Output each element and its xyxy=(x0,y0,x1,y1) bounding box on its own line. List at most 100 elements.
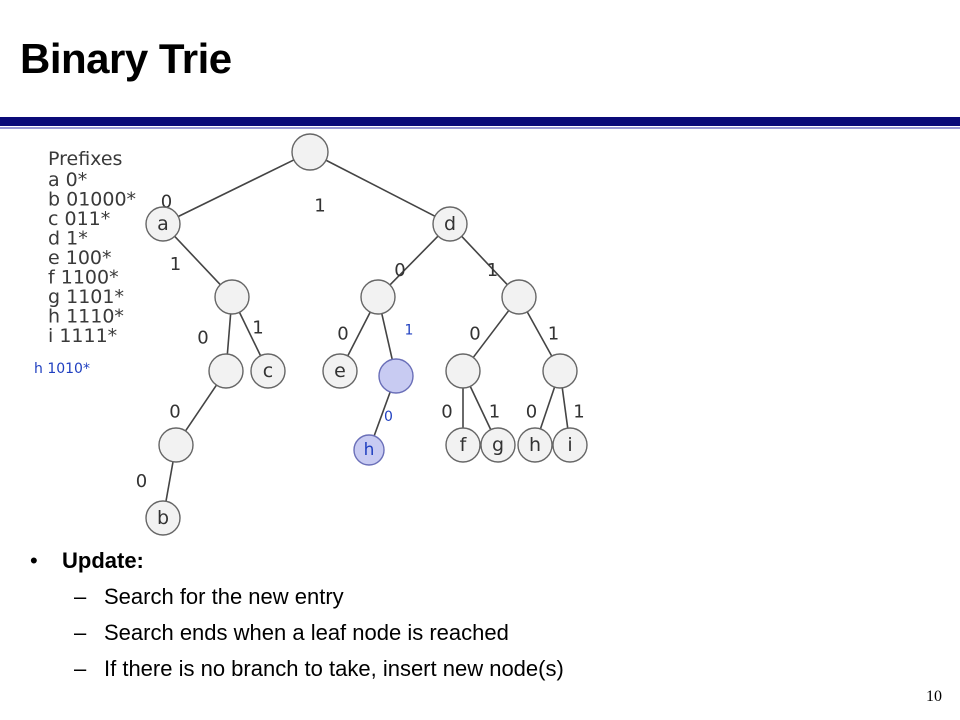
trie-edge-n111-h xyxy=(539,386,556,430)
trie-edge-d-n11 xyxy=(461,235,508,286)
binary-trie-diagram: Prefixes a 0*b 01000*c 011*d 1*e 100*f 1… xyxy=(34,133,588,536)
trie-node-label: i xyxy=(567,434,572,456)
edge-bit-label: 1 xyxy=(170,254,181,275)
trie-node-circle xyxy=(145,206,181,242)
prefix-table: Prefixes a 0*b 01000*c 011*d 1*e 100*f 1… xyxy=(34,148,136,377)
trie-node-f: f xyxy=(445,427,481,463)
prefix-row: b 01000* xyxy=(48,189,136,211)
trie-node-h: h xyxy=(517,427,553,463)
edge-bit-label: 1 xyxy=(252,318,263,339)
trie-edge-d-n10 xyxy=(389,235,439,286)
prefix-row: a 0* xyxy=(48,169,87,191)
trie-node-circle xyxy=(250,353,286,389)
edge-bit-label: 1 xyxy=(573,402,584,423)
trie-edge-n01-n010 xyxy=(226,313,232,355)
trie-node-circle xyxy=(360,279,396,315)
edge-bit-label: 1 xyxy=(405,323,414,339)
trie-edge-n110-g xyxy=(469,386,492,430)
trie-edge-n01-c xyxy=(238,311,262,357)
prefix-row: e 100* xyxy=(48,247,112,269)
trie-node-root xyxy=(291,133,329,171)
trie-node-i: i xyxy=(552,427,588,463)
page-number: 10 xyxy=(926,688,942,705)
edge-bit-label: 0 xyxy=(169,402,180,423)
trie-node-label: b xyxy=(157,507,169,529)
edge-bit-label: 0 xyxy=(441,402,452,423)
new-prefix-entry: h 1010* xyxy=(34,361,90,377)
edge-bit-label: 0 xyxy=(337,324,348,345)
trie-edge-a-n01 xyxy=(174,235,221,286)
trie-node-circle xyxy=(353,434,385,466)
trie-nodes: a d c b e h f g h i xyxy=(145,133,588,536)
trie-node-label: a xyxy=(157,213,169,235)
sub-bullet-text: Search for the new entry xyxy=(104,584,344,609)
trie-edge-n11-n110 xyxy=(472,310,510,358)
trie-node-n01 xyxy=(214,279,250,315)
bullet-dot: • xyxy=(30,548,38,573)
sub-bullet-text: If there is no branch to take, insert ne… xyxy=(104,656,564,681)
trie-node-circle xyxy=(432,206,468,242)
trie-node-b: b xyxy=(145,500,181,536)
trie-node-circle xyxy=(145,500,181,536)
trie-node-circle xyxy=(542,353,578,389)
bullet-heading: Update: xyxy=(62,548,144,573)
trie-node-circle xyxy=(322,353,358,389)
trie-edge-root-a xyxy=(177,159,295,218)
trie-node-n11 xyxy=(501,279,537,315)
trie-node-n010 xyxy=(208,353,244,389)
trie-node-n110 xyxy=(445,353,481,389)
trie-node-label: e xyxy=(334,360,346,382)
edge-bit-label: 1 xyxy=(548,324,559,345)
trie-node-circle xyxy=(445,353,481,389)
sub-bullet-text: Search ends when a leaf node is reached xyxy=(104,620,509,645)
prefix-row: d 1* xyxy=(48,228,88,250)
trie-node-circle xyxy=(291,133,329,171)
trie-node-g: g xyxy=(480,427,516,463)
prefix-row: g 1101* xyxy=(48,286,124,308)
trie-edge-n10-e xyxy=(347,311,371,357)
trie-edge-n111-i xyxy=(561,387,569,429)
trie-node-label: c xyxy=(263,360,273,382)
title-rule xyxy=(0,117,960,126)
edge-bit-label: 0 xyxy=(384,409,393,425)
trie-edge-n101-h_new xyxy=(373,391,391,437)
trie-edge-root-d xyxy=(325,159,436,217)
trie-node-c: c xyxy=(250,353,286,389)
trie-node-circle xyxy=(552,427,588,463)
trie-node-label: f xyxy=(460,434,468,456)
edge-bit-label: 0 xyxy=(136,471,147,492)
prefix-row: f 1100* xyxy=(48,267,119,289)
prefix-row: h 1110* xyxy=(48,306,124,328)
trie-node-circle xyxy=(158,427,194,463)
trie-node-n10 xyxy=(360,279,396,315)
title-rule-accent xyxy=(0,127,960,129)
trie-node-d: d xyxy=(432,206,468,242)
prefix-table-heading: Prefixes xyxy=(48,148,122,170)
trie-node-label: h xyxy=(529,434,541,456)
trie-node-circle xyxy=(445,427,481,463)
trie-node-circle xyxy=(501,279,537,315)
trie-edge-n10-n101 xyxy=(380,313,394,360)
edge-bit-label: 1 xyxy=(489,402,500,423)
edge-bit-label: 0 xyxy=(526,402,537,423)
prefix-row: i 1111* xyxy=(48,325,117,347)
trie-node-h_new: h xyxy=(353,434,385,466)
slide-title: Binary Trie xyxy=(20,35,232,82)
trie-node-circle xyxy=(208,353,244,389)
edge-bit-label: 0 xyxy=(394,260,405,281)
trie-edge-n11-n111 xyxy=(526,311,553,357)
edge-bit-label: 0 xyxy=(197,328,208,349)
prefix-row: c 011* xyxy=(48,208,110,230)
trie-node-n111 xyxy=(542,353,578,389)
trie-node-a: a xyxy=(145,206,181,242)
trie-node-circle xyxy=(517,427,553,463)
trie-node-circle xyxy=(480,427,516,463)
trie-node-n101 xyxy=(378,358,414,394)
trie-node-label: h xyxy=(364,440,375,460)
trie-node-n0100 xyxy=(158,427,194,463)
edge-bit-label: 0 xyxy=(469,324,480,345)
edge-bit-label: 1 xyxy=(314,196,325,217)
trie-node-label: g xyxy=(492,434,504,456)
trie-edges xyxy=(165,159,569,502)
